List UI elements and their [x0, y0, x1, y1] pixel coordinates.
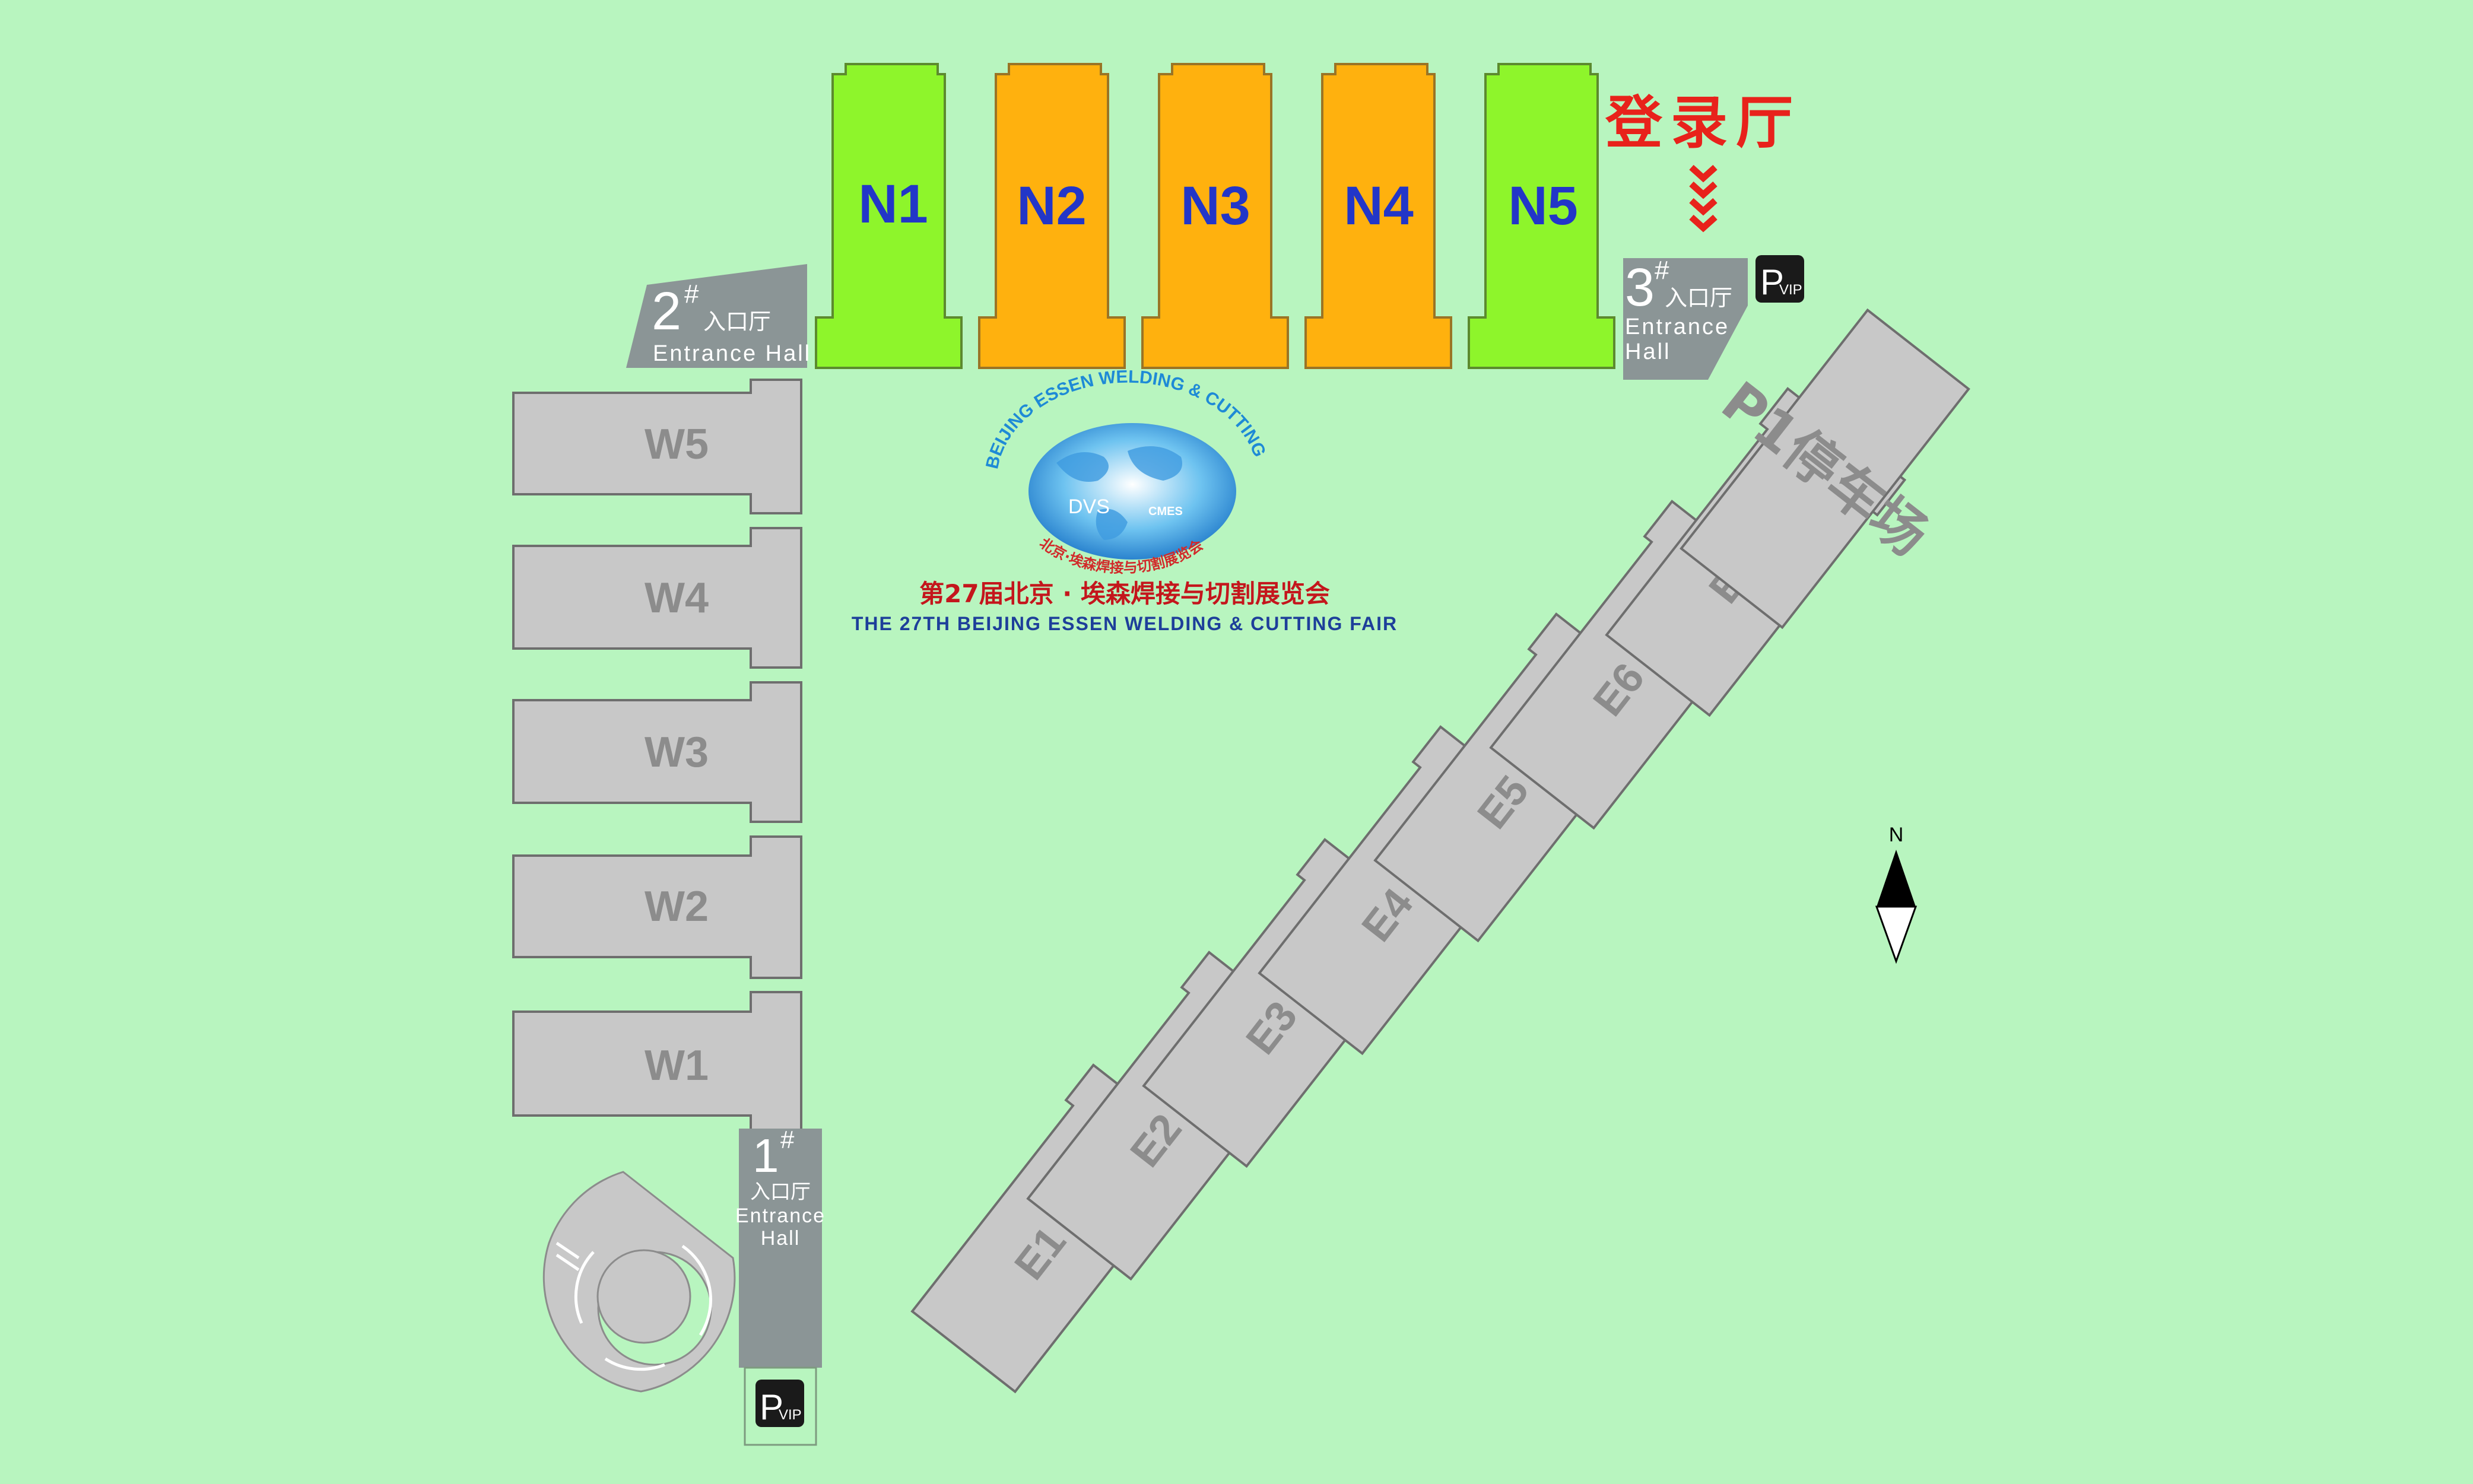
hall-w2-shape	[512, 835, 802, 979]
hall-n2-label: N2	[1017, 176, 1087, 236]
registration-hall-label: 登录厅	[1605, 90, 1801, 156]
entrance-hall-2[interactable]: 2 # 入口厅 Entrance Hall	[626, 264, 811, 368]
entrance-3-mark: #	[1655, 256, 1669, 285]
entrance-2-en: Entrance Hall	[653, 341, 811, 366]
globe-icon	[1028, 423, 1236, 560]
hall-n1-label: N1	[858, 174, 928, 234]
registration-hall[interactable]: 登录厅	[1605, 90, 1801, 233]
hall-n2-shape	[978, 63, 1126, 369]
roundabout	[542, 1171, 736, 1393]
vip-parking-south-p: P	[760, 1387, 783, 1427]
west-halls: W5 W4 W3 W2 W1	[512, 379, 802, 1132]
hall-n5-label: N5	[1508, 176, 1578, 236]
vip-parking-north-p: P	[1760, 262, 1784, 302]
hall-w1[interactable]: W1	[512, 991, 802, 1132]
entrance-3-en-1: Entrance	[1625, 314, 1729, 339]
hall-w5-label: W5	[645, 421, 709, 468]
hall-n4-label: N4	[1344, 176, 1414, 236]
continents-icon	[1056, 446, 1182, 540]
entrance-hall-1[interactable]: 1 # 入口厅 Entrance Hall	[735, 1126, 826, 1368]
hall-w3[interactable]: W3	[512, 681, 802, 823]
entrance-1-en-2: Hall	[761, 1227, 801, 1250]
entrance-hall-3[interactable]: 3 # 入口厅 Entrance Hall	[1623, 256, 1748, 380]
chevron-down-icon	[1689, 164, 1718, 233]
hall-n1[interactable]: N1	[815, 63, 963, 369]
vip-parking-north-badge	[1755, 255, 1804, 303]
entrance-1-zh: 入口厅	[750, 1180, 811, 1204]
hall-n4-shape	[1304, 63, 1452, 369]
hall-w2[interactable]: W2	[512, 835, 802, 979]
parking-p1[interactable]: P1停车场	[1636, 275, 2013, 663]
compass-south-half	[1875, 905, 1918, 964]
hall-w3-label: W3	[645, 729, 709, 776]
vip-parking-south-frame	[744, 1367, 817, 1446]
entrance-2-zh: 入口厅	[703, 309, 771, 335]
logo-dvs: DVS	[1068, 495, 1110, 518]
entrance-1-en-1: Entrance	[735, 1205, 826, 1227]
hall-n1-shape	[815, 63, 963, 369]
hall-w4-label: W4	[645, 574, 709, 622]
fair-title-en: THE 27TH BEIJING ESSEN WELDING & CUTTING…	[852, 613, 1398, 634]
compass-north-label: N	[1889, 824, 1904, 846]
circulation-arrow-icon	[555, 1241, 712, 1371]
entrance-1-mark: #	[780, 1126, 795, 1153]
entrance-hall-1-shape	[739, 1129, 822, 1368]
entrance-3-number: 3	[1625, 258, 1655, 317]
hall-w4[interactable]: W4	[512, 527, 802, 669]
entrance-3-zh: 入口厅	[1665, 285, 1732, 311]
vip-parking-south[interactable]: P VIP	[744, 1367, 817, 1446]
hall-n3[interactable]: N3	[1141, 63, 1289, 369]
hall-n5[interactable]: N5	[1468, 63, 1615, 369]
roundabout-center	[596, 1249, 691, 1344]
fair-logo: BEIJING ESSEN WELDING & CUTTING 北京·埃森焊接与…	[982, 367, 1269, 577]
hall-n4[interactable]: N4	[1304, 63, 1452, 369]
fair-title-zh: 第27届北京 · 埃森焊接与切割展览会	[919, 579, 1330, 608]
entrance-3-en-2: Hall	[1625, 339, 1671, 364]
hall-w1-label: W1	[645, 1042, 709, 1089]
vip-parking-north[interactable]: P VIP	[1755, 255, 1804, 303]
vip-parking-north-vip: VIP	[1779, 282, 1802, 298]
hall-w4-shape	[512, 527, 802, 669]
hall-w5-shape	[512, 379, 802, 514]
vip-parking-south-vip: VIP	[779, 1407, 802, 1423]
hall-n2[interactable]: N2	[978, 63, 1126, 369]
entrance-hall-2-panel	[626, 264, 807, 368]
entrance-2-mark: #	[684, 279, 699, 309]
hall-w2-label: W2	[645, 883, 709, 930]
entrance-1-number: 1	[753, 1129, 779, 1182]
parking-p1-shape	[1680, 308, 1970, 630]
hall-w3-shape	[512, 681, 802, 823]
entrance-2-number: 2	[652, 282, 681, 341]
north-arrow-icon: N	[1875, 824, 1918, 964]
entrance-hall-3-shape	[1623, 258, 1748, 380]
hall-w5[interactable]: W5	[512, 379, 802, 514]
hall-n3-label: N3	[1180, 176, 1250, 236]
hall-n5-shape	[1468, 63, 1615, 369]
vip-parking-south-badge	[755, 1380, 804, 1427]
compass-north-half	[1877, 850, 1916, 907]
logo-cmes: CMES	[1148, 505, 1183, 518]
hall-n3-shape	[1141, 63, 1289, 369]
